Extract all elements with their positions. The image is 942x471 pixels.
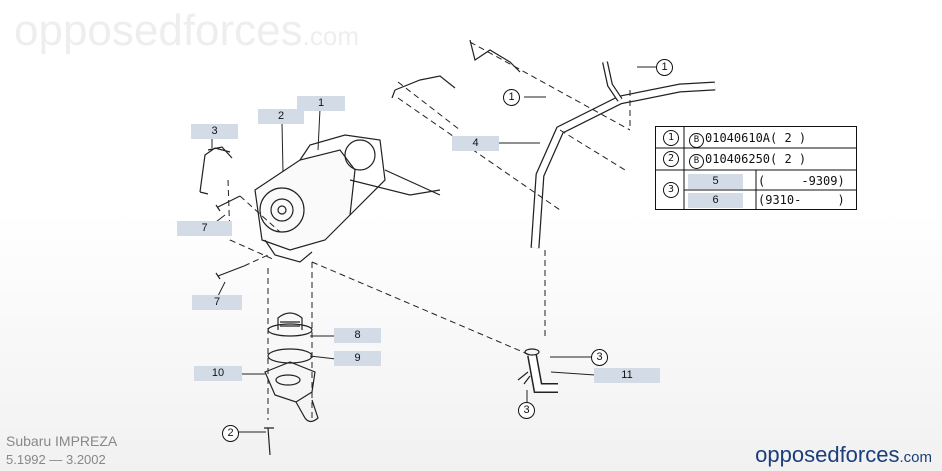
bracket-drawing <box>199 146 233 195</box>
legend-grid <box>656 127 856 209</box>
legend-part-1: 01040610A <box>705 131 771 145</box>
callout-11: 11 <box>594 368 660 383</box>
callout-8: 8 <box>334 328 381 343</box>
bolt-drawing-bottom <box>264 427 274 456</box>
callout-4: 4 <box>452 136 499 151</box>
bolt-drawing-upper <box>215 195 241 212</box>
legend-num-3: 3 <box>663 182 679 198</box>
legend-code-2: B <box>689 154 704 169</box>
legend-num-1: 1 <box>663 130 679 146</box>
bolt-ref-1-right: 1 <box>656 59 673 76</box>
legend-part-2: 010406250 <box>705 152 771 166</box>
callout-7-upper: 7 <box>177 221 232 236</box>
legend-qty-1: ( 2 ) <box>770 131 807 145</box>
bolt-ref-3-lower: 3 <box>518 402 535 419</box>
legend-range-5: ( -9309) <box>758 174 845 188</box>
pipe-elbow-drawing <box>517 348 558 393</box>
bolt-ref-1-left: 1 <box>503 89 520 106</box>
legend-num-2: 2 <box>663 151 679 167</box>
legend-code-1: B <box>689 133 704 148</box>
legend-range-6: (9310- ) <box>758 193 845 207</box>
thermostat-cover-drawing <box>264 361 319 423</box>
callout-9: 9 <box>334 351 381 366</box>
water-pump-drawing <box>254 134 441 263</box>
callout-10: 10 <box>194 366 242 381</box>
callout-2: 2 <box>258 109 304 124</box>
bolt-drawing-lower <box>215 265 245 280</box>
bolt-ref-3-upper: 3 <box>591 349 608 366</box>
legend-ref-5: 5 <box>688 174 743 189</box>
legend-ref-6: 6 <box>688 193 743 208</box>
callout-7-lower: 7 <box>192 295 242 310</box>
footer-model: Subaru IMPREZA <box>6 433 118 449</box>
legend-qty-2: ( 2 ) <box>770 152 807 166</box>
callout-3: 3 <box>191 124 238 139</box>
thermostat-drawing <box>267 312 313 337</box>
gasket-drawing <box>267 348 313 364</box>
brand-logo[interactable]: opposedforces.com <box>755 442 932 467</box>
watermark: opposedforces.com <box>14 6 359 55</box>
callout-1: 1 <box>297 96 345 111</box>
footer-years: 5.1992 — 3.2002 <box>6 452 106 467</box>
bolt-ref-2-bottom: 2 <box>222 425 239 442</box>
